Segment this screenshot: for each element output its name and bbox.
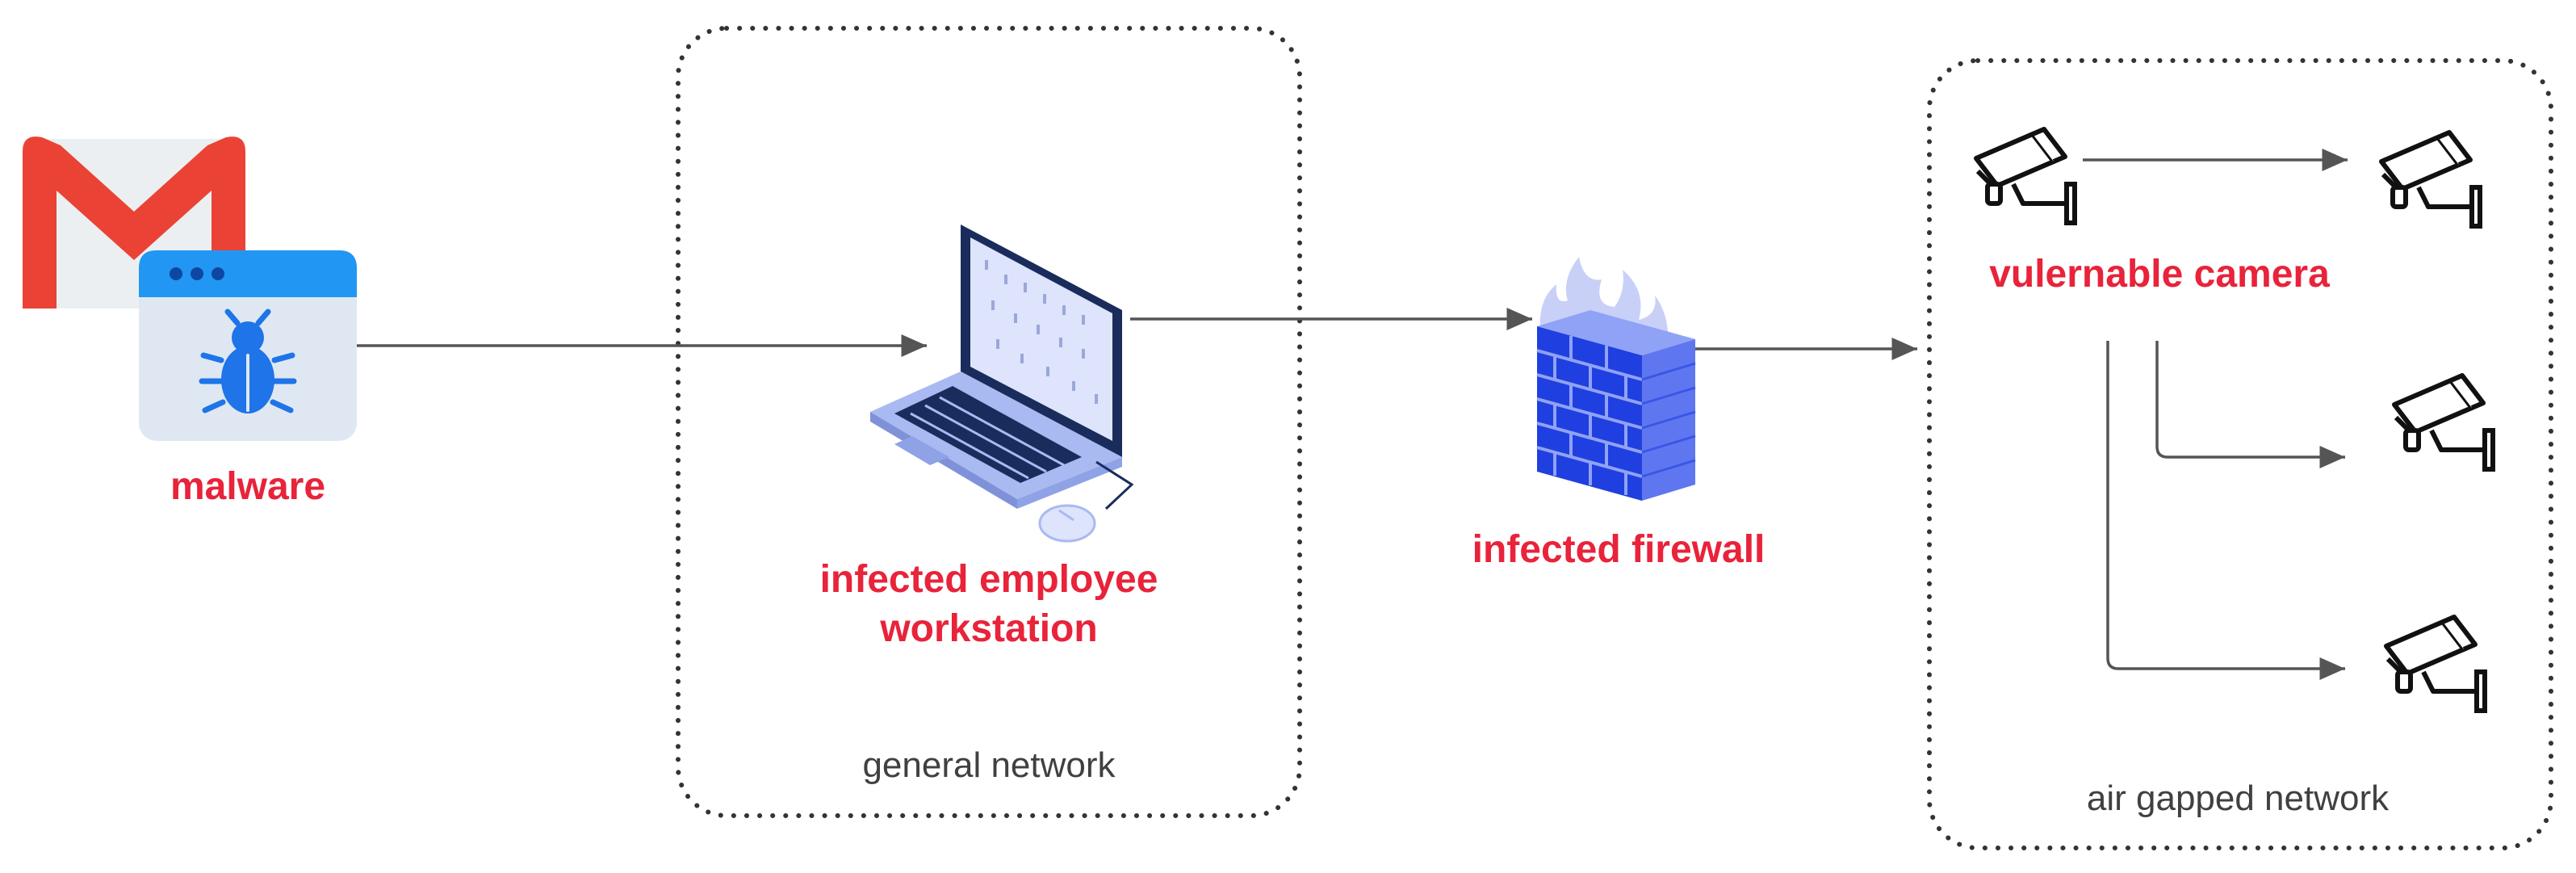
bug-window-icon <box>139 250 357 441</box>
camera-label: vulernable camera <box>1989 253 2330 296</box>
security-camera-icon <box>2394 376 2493 469</box>
malware-label: malware <box>170 465 325 508</box>
arrow-camera-to-camera-2 <box>2155 341 2345 468</box>
firewall-node: infected firewall <box>1472 257 1766 571</box>
bug-icon <box>199 308 297 413</box>
firewall-icon <box>1536 257 1696 501</box>
security-camera-icon <box>2381 132 2480 226</box>
air-gapped-network-zone: air gapped network <box>1927 58 2553 850</box>
workstation-label-line-1: infected employee <box>820 558 1158 601</box>
connectors <box>357 149 2348 680</box>
air-gapped-network-label: air gapped network <box>2087 779 2390 818</box>
workstation-label-line-2: workstation <box>879 607 1097 650</box>
arrow-camera-to-camera-3 <box>2106 341 2345 680</box>
camera-node: vulernable camera <box>1976 129 2330 296</box>
workstation-node: infected employee workstation <box>820 225 1158 650</box>
firewall-label: infected firewall <box>1472 528 1766 571</box>
malware-node: malware <box>23 136 357 508</box>
security-camera-icon <box>1976 129 2075 223</box>
mouse-icon <box>1038 460 1134 543</box>
general-network-zone: general network <box>676 26 1302 818</box>
general-network-label: general network <box>862 745 1116 785</box>
laptop-icon <box>870 225 1122 509</box>
security-camera-icon <box>2386 617 2485 711</box>
